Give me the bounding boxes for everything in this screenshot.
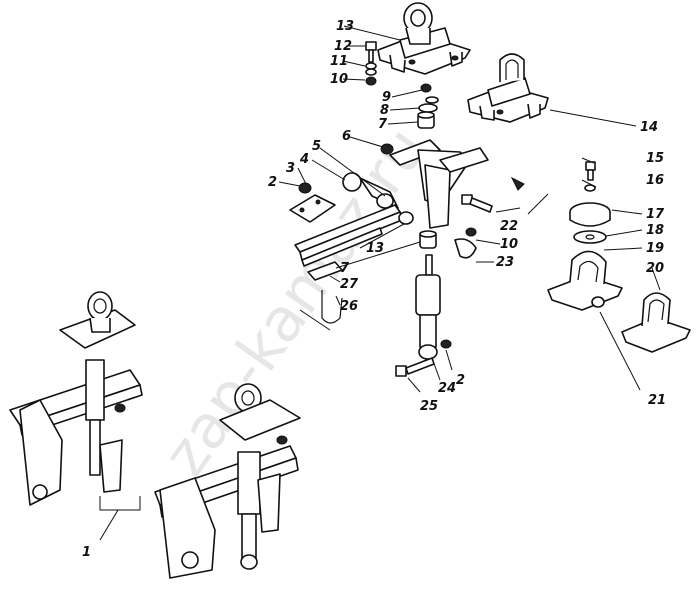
nut-2-lower [440, 339, 452, 349]
label-7-lower: 7 [340, 261, 350, 276]
label-25: 25 [420, 399, 438, 414]
bracket-20 [621, 292, 691, 353]
callout-labels: 13 12 11 10 9 8 7 14 6 5 4 3 2 15 16 17 … [82, 19, 666, 560]
label-23: 23 [496, 255, 514, 270]
label-3: 3 [286, 161, 295, 176]
bushing-13-lower [398, 211, 414, 225]
label-2-upper: 2 [268, 175, 277, 190]
nut-10 [365, 76, 377, 86]
bushing-7-lower [419, 230, 437, 249]
link-arm-5 [342, 172, 399, 209]
label-26: 26 [340, 299, 358, 314]
label-1: 1 [82, 545, 91, 560]
label-13-lower: 13 [366, 241, 384, 256]
bump-stop-23 [454, 238, 477, 259]
assembly-arrow-left [299, 309, 331, 331]
bracket-19 [547, 250, 623, 311]
label-11: 11 [330, 54, 348, 69]
label-17: 17 [646, 207, 665, 222]
washers-11 [365, 62, 377, 76]
label-19: 19 [646, 241, 664, 256]
shock-absorber-24 [415, 254, 441, 360]
label-22: 22 [500, 219, 518, 234]
u-bolt-26 [321, 290, 343, 324]
label-13-top: 13 [336, 19, 354, 34]
label-10-lower: 10 [500, 237, 518, 252]
bolt-25 [395, 357, 435, 377]
nut-washer-9 [420, 83, 439, 104]
plate-3 [289, 194, 336, 223]
label-7-top: 7 [378, 117, 388, 132]
label-14: 14 [640, 120, 658, 135]
label-10-top: 10 [330, 72, 348, 87]
label-27: 27 [340, 277, 359, 292]
bolt-15 [585, 161, 596, 181]
watermark-text: zap-kamaz.ru [150, 115, 441, 488]
assembly-1-left [9, 291, 143, 506]
label-16: 16 [646, 173, 664, 188]
assembly-1-brace [99, 496, 141, 511]
label-4: 4 [299, 152, 309, 167]
nut-2-upper [298, 182, 312, 194]
label-6: 6 [342, 129, 351, 144]
label-12: 12 [334, 39, 352, 54]
washer-18 [573, 230, 607, 244]
label-21: 21 [648, 393, 666, 408]
leaf-spring [294, 204, 403, 267]
label-8: 8 [380, 103, 389, 118]
nut-6 [380, 143, 394, 155]
washer-16 [584, 184, 596, 192]
label-20: 20 [646, 261, 664, 276]
label-15: 15 [646, 151, 664, 166]
bolt-12 [365, 41, 377, 63]
label-5: 5 [312, 139, 321, 154]
assembly-1-right [154, 383, 301, 579]
arrow-head-icon [510, 176, 525, 191]
bracket-14 [467, 53, 549, 123]
bracket-plate-upper [389, 139, 489, 229]
label-9: 9 [382, 90, 391, 105]
label-24: 24 [438, 381, 456, 396]
top-bracket-13 [377, 2, 471, 75]
bracket-27 [307, 261, 343, 281]
leader-lines [99, 25, 661, 541]
label-18: 18 [646, 223, 664, 238]
label-2-lower: 2 [456, 373, 465, 388]
assembly-arrow-right [527, 193, 549, 215]
washer-8 [418, 103, 438, 113]
bushing-7 [417, 111, 435, 129]
nut-10-lower [465, 227, 477, 237]
bolt-22 [461, 194, 493, 213]
bumper-17 [569, 202, 611, 227]
